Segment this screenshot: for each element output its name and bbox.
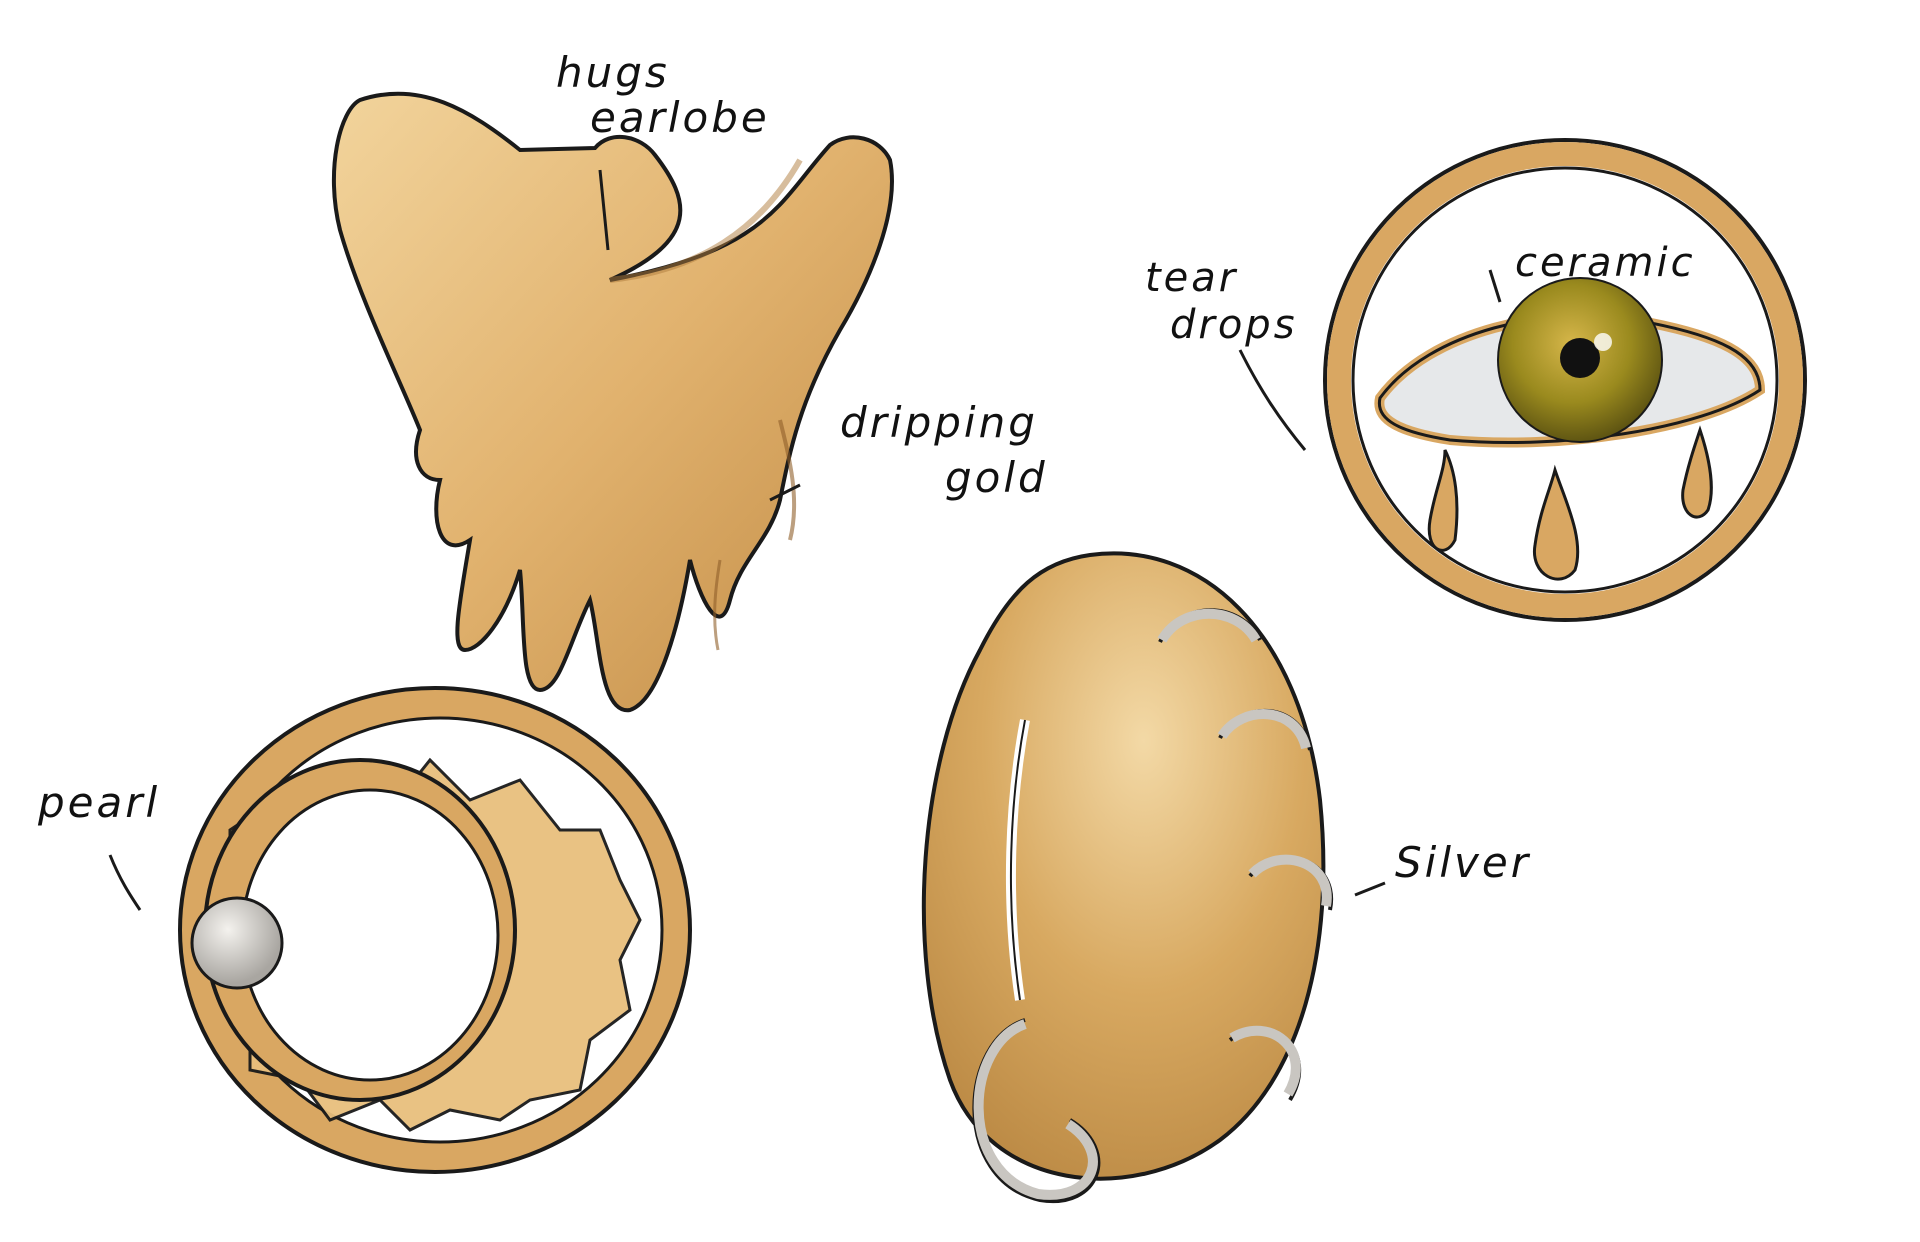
- egg-silver-rings-earring-icon: [921, 551, 1334, 1204]
- annotation-gold: gold: [945, 453, 1048, 502]
- dripping-earlobe-cuff-icon: [331, 91, 894, 713]
- annotation-ceramic: ceramic: [1515, 240, 1696, 286]
- annotation-drops: drops: [1170, 302, 1298, 348]
- annotation-earlobe: earlobe: [590, 93, 770, 142]
- annotation-leader-lines: [108, 169, 1502, 911]
- annotation-pearl: pearl: [38, 778, 161, 827]
- annotation-tear: tear: [1145, 255, 1239, 301]
- annotation-hugs: hugs: [556, 48, 670, 97]
- sunburst-pearl-ring-icon: [178, 686, 692, 1174]
- annotation-silver: Silver: [1395, 838, 1531, 887]
- eye-ring-earring-icon: [1323, 138, 1807, 622]
- annotation-dripping: dripping: [840, 398, 1038, 447]
